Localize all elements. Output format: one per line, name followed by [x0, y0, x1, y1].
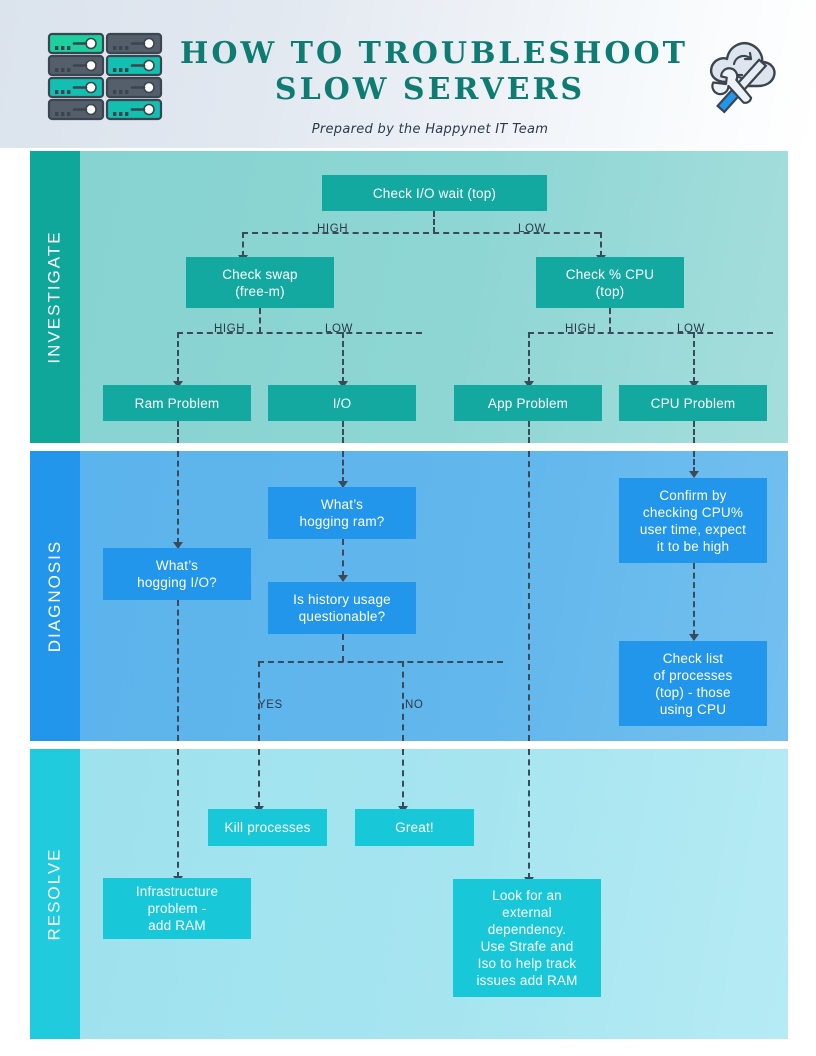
connector-cpu-stem [609, 308, 611, 333]
connector-ram-tail [177, 421, 179, 443]
node-check-cpu[interactable]: Check % CPU (top) [536, 257, 684, 308]
node-confirm-cpu-text: Confirm by checking CPU% user time, expe… [639, 487, 747, 554]
arrow-to-ram-problem [173, 381, 183, 388]
arrow-into-hogging-ram [338, 481, 348, 488]
node-ram-problem[interactable]: Ram Problem [103, 385, 251, 421]
node-hogging-ram-text: What’s hogging ram? [299, 497, 385, 529]
node-hogging-io[interactable]: What’s hogging I/O? [103, 548, 251, 600]
node-history-usage-text: Is history usage questionable? [293, 592, 391, 624]
edge-label-history-yes: YES [258, 699, 283, 711]
connector-to-check-swap [242, 232, 244, 257]
section-label-investigate: INVESTIGATE [30, 151, 80, 443]
connector-confirm-to-checklist [693, 563, 695, 636]
cloud-tools-icon [710, 42, 776, 114]
node-io[interactable]: I/O [268, 385, 416, 421]
node-check-swap-text: Check swap (free-m) [222, 266, 298, 299]
node-kill-processes[interactable]: Kill processes [208, 809, 327, 846]
connector-cpu-tail [693, 421, 695, 443]
section-resolve-body: Infrastructure problem - add RAM Kill pr… [80, 749, 788, 1039]
connector-into-great [402, 749, 404, 808]
node-infrastructure-text: Infrastructure problem - add RAM [135, 884, 219, 933]
node-check-list-text: Check list of processes (top) - those us… [653, 650, 733, 717]
edge-label-swap-high: HIGH [214, 323, 246, 335]
section-label-resolve: RESOLVE [30, 749, 80, 1039]
connector-swap-stem [259, 308, 261, 333]
connector-swap-branch [177, 332, 422, 334]
section-investigate: INVESTIGATE Check I/O wait (top) HIGH LO… [30, 151, 788, 443]
arrow-to-cpu-problem [689, 381, 699, 388]
connector-into-infrastructure [177, 749, 179, 878]
node-external-dependency[interactable]: Look for an external dependency. Use Str… [453, 879, 601, 997]
connector-to-io [342, 332, 344, 383]
section-investigate-body: Check I/O wait (top) HIGH LOW Check swap… [80, 151, 788, 443]
connector-to-check-cpu [600, 232, 602, 257]
connector-history-branch [258, 661, 503, 663]
node-confirm-cpu[interactable]: Confirm by checking CPU% user time, expe… [619, 478, 767, 563]
connector-into-confirm-cpu [693, 451, 695, 473]
edge-label-history-no: NO [405, 699, 424, 711]
connector-root-branch [242, 232, 600, 234]
connector-app-tail [528, 421, 530, 443]
edge-label-root-low: LOW [518, 223, 546, 235]
edge-label-root-high: HIGH [317, 223, 349, 235]
section-resolve: RESOLVE Infrastructure problem - add RAM… [30, 749, 788, 1039]
node-hogging-ram[interactable]: What’s hogging ram? [268, 487, 416, 539]
connector-into-kill-processes [258, 749, 260, 808]
node-cpu-problem[interactable]: CPU Problem [619, 385, 767, 421]
section-diagnosis-body: What’s hogging I/O? What’s hogging ram? … [80, 451, 788, 741]
node-hogging-io-text: What’s hogging I/O? [137, 558, 217, 590]
edge-label-swap-low: LOW [325, 323, 353, 335]
connector-io-tail [342, 421, 344, 443]
connector-to-app-problem [528, 332, 530, 383]
arrow-to-app-problem [524, 381, 534, 388]
section-label-diagnosis-text: DIAGNOSIS [45, 539, 64, 653]
connector-history-stem [342, 634, 344, 662]
page-title-line2: SLOW SERVERS [274, 72, 586, 107]
connector-yes-tail [258, 661, 260, 741]
connector-into-external-dependency [528, 749, 530, 879]
edge-label-cpu-low: LOW [677, 323, 705, 335]
node-check-list[interactable]: Check list of processes (top) - those us… [619, 641, 767, 726]
connector-no-tail [402, 661, 404, 741]
header: HOW TO TROUBLESHOOT SLOW SERVERS Prepare… [0, 0, 816, 148]
title-block: HOW TO TROUBLESHOOT SLOW SERVERS Prepare… [180, 36, 688, 137]
connector-hogging-io-tail [177, 600, 179, 741]
edge-label-cpu-high: HIGH [565, 323, 597, 335]
connector-into-hogging-io [177, 451, 179, 544]
node-check-io-wait[interactable]: Check I/O wait (top) [322, 175, 547, 211]
connector-root-stem [433, 211, 435, 233]
page-subtitle: Prepared by the Happynet IT Team [311, 122, 549, 137]
connector-hogging-ram-to-history [342, 539, 344, 577]
node-app-problem[interactable]: App Problem [454, 385, 602, 421]
arrow-into-hogging-io [173, 542, 183, 549]
server-rack-icon [47, 32, 163, 121]
node-infrastructure[interactable]: Infrastructure problem - add RAM [103, 878, 251, 939]
section-label-investigate-text: INVESTIGATE [45, 230, 64, 364]
arrow-to-check-list [689, 634, 699, 641]
node-check-cpu-text: Check % CPU (top) [565, 266, 655, 299]
section-diagnosis: DIAGNOSIS What’s hogging I/O? What’s hog… [30, 451, 788, 741]
node-external-dependency-text: Look for an external dependency. Use Str… [476, 888, 578, 988]
connector-app-passthrough [528, 451, 530, 741]
page-title-line1: HOW TO TROUBLESHOOT [180, 36, 688, 71]
connector-cpu-branch [528, 332, 773, 334]
connector-to-ram-problem [177, 332, 179, 383]
node-history-usage[interactable]: Is history usage questionable? [268, 582, 416, 634]
section-label-resolve-text: RESOLVE [45, 847, 64, 941]
connector-into-hogging-ram [342, 451, 344, 483]
arrow-to-io [338, 381, 348, 388]
arrow-into-confirm-cpu [689, 471, 699, 478]
node-check-swap[interactable]: Check swap (free-m) [186, 257, 334, 308]
connector-to-cpu-problem [693, 332, 695, 383]
node-great[interactable]: Great! [355, 809, 474, 846]
arrow-to-history-usage [338, 575, 348, 582]
section-label-diagnosis: DIAGNOSIS [30, 451, 80, 741]
